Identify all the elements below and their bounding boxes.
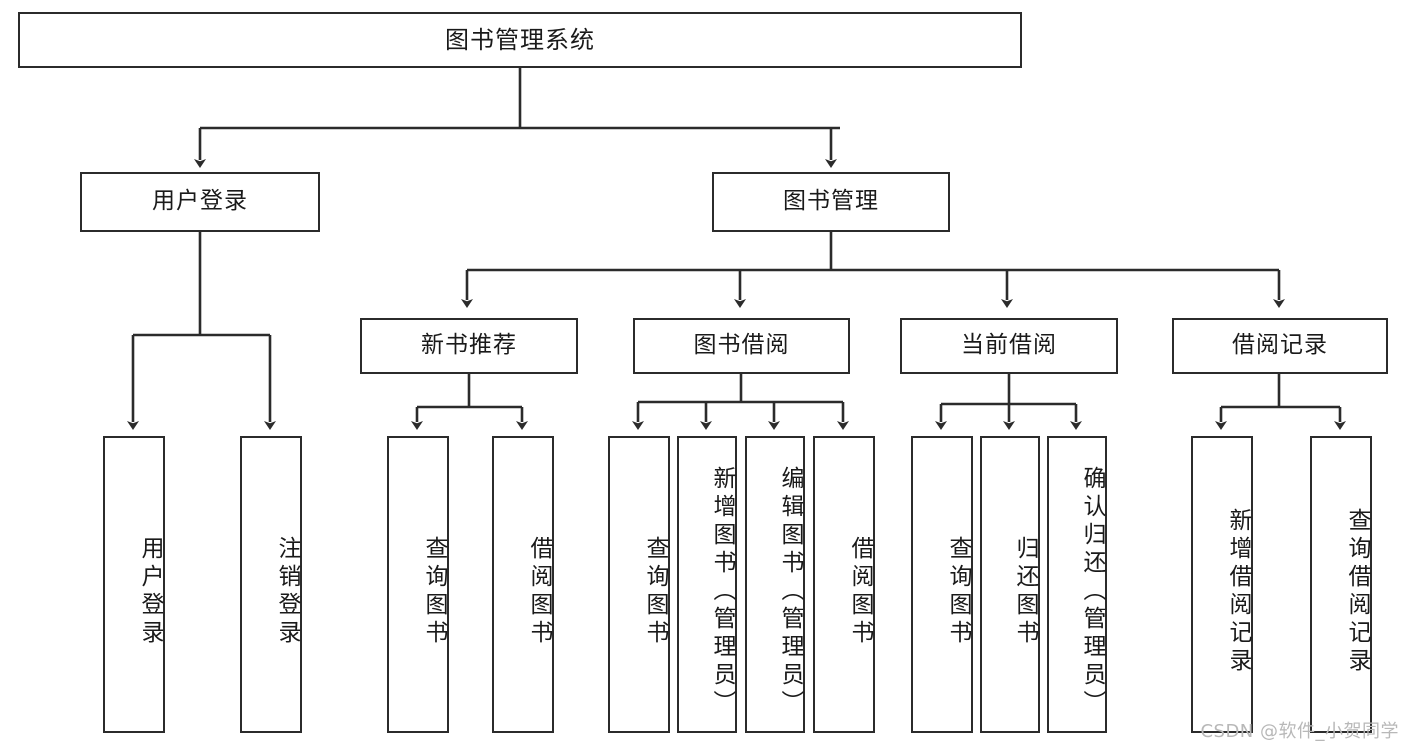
node-label: 借阅图书 (526, 535, 552, 648)
node-label: 当前借阅 (961, 332, 1057, 359)
node-label: 查询借阅记录 (1344, 507, 1370, 676)
node-new-book-rec[interactable]: 新书推荐 (360, 318, 578, 374)
node-leaf-borrow-book-1[interactable]: 借阅图书 (492, 436, 554, 733)
node-leaf-return-book[interactable]: 归还图书 (980, 436, 1040, 733)
node-label: 借阅图书 (847, 535, 873, 648)
node-current-borrow[interactable]: 当前借阅 (900, 318, 1118, 374)
node-leaf-query-record[interactable]: 查询借阅记录 (1310, 436, 1372, 733)
node-label: 用户登录 (152, 188, 248, 215)
node-label: 新增图书（管理员） (709, 465, 735, 718)
node-label: 归还图书 (1012, 535, 1038, 648)
node-leaf-borrow-book-2[interactable]: 借阅图书 (813, 436, 875, 733)
node-label: 图书管理系统 (445, 25, 595, 54)
node-book-manage[interactable]: 图书管理 (712, 172, 950, 232)
node-leaf-user-login[interactable]: 用户登录 (103, 436, 165, 733)
node-label: 查询图书 (945, 535, 971, 648)
node-label: 确认归还（管理员） (1079, 465, 1105, 718)
node-leaf-add-book[interactable]: 新增图书（管理员） (677, 436, 737, 733)
node-label: 用户登录 (137, 535, 163, 648)
node-leaf-query-book-2[interactable]: 查询图书 (608, 436, 670, 733)
node-borrow-record[interactable]: 借阅记录 (1172, 318, 1388, 374)
node-label: 编辑图书（管理员） (777, 465, 803, 718)
node-label: 新书推荐 (421, 332, 517, 359)
node-leaf-edit-book[interactable]: 编辑图书（管理员） (745, 436, 805, 733)
node-root-system[interactable]: 图书管理系统 (18, 12, 1022, 68)
node-leaf-add-record[interactable]: 新增借阅记录 (1191, 436, 1253, 733)
node-leaf-query-book-1[interactable]: 查询图书 (387, 436, 449, 733)
node-label: 图书管理 (783, 188, 879, 215)
node-leaf-logout[interactable]: 注销登录 (240, 436, 302, 733)
node-label: 注销登录 (274, 535, 300, 648)
node-leaf-query-book-3[interactable]: 查询图书 (911, 436, 973, 733)
node-label: 借阅记录 (1232, 332, 1328, 359)
node-label: 查询图书 (642, 535, 668, 648)
node-label: 图书借阅 (693, 332, 790, 359)
node-label: 查询图书 (421, 535, 447, 648)
node-leaf-confirm-return[interactable]: 确认归还（管理员） (1047, 436, 1107, 733)
csdn-watermark: CSDN @软件_小贺同学 (1200, 721, 1399, 742)
node-book-borrow[interactable]: 图书借阅 (633, 318, 850, 374)
node-user-login[interactable]: 用户登录 (80, 172, 320, 232)
node-label: 新增借阅记录 (1225, 507, 1251, 676)
